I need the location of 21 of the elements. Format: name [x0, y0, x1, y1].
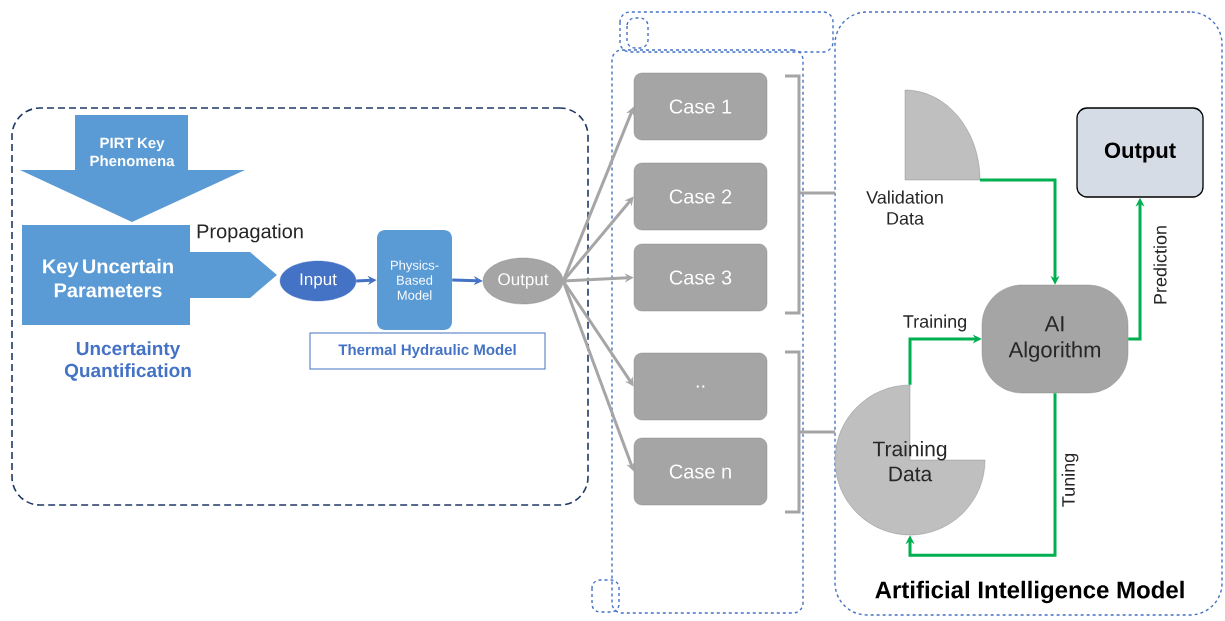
dashed-container — [611, 49, 804, 614]
arrow — [905, 393, 1057, 557]
edge-label: Prediction — [1152, 224, 1168, 307]
edge-label: Tuning — [1060, 451, 1080, 509]
edge-label: Training — [901, 313, 969, 333]
side-label: Propagation — [197, 223, 303, 243]
case-box: Case 3 — [633, 243, 768, 312]
pointer-banner: PIRT Key Phenomena — [20, 115, 245, 222]
container-heading: Artificial Intelligence Model — [873, 579, 1187, 605]
case-box: .. — [633, 352, 768, 421]
case-box: Case 2 — [633, 162, 768, 231]
container-heading: Uncertainty Quantification — [64, 341, 191, 381]
process-box: AI Algorithm — [981, 284, 1129, 394]
ellipse-node: Output — [482, 257, 564, 305]
ellipse-node: Input — [279, 260, 357, 302]
data-label: Validation Data — [866, 190, 943, 225]
output-box: Output — [1076, 107, 1204, 198]
case-box: Case 1 — [633, 72, 768, 141]
process-box: Physics-Based Model — [377, 230, 452, 330]
title-box: Thermal Hydraulic Model — [309, 332, 546, 370]
case-box: Case n — [633, 437, 768, 506]
